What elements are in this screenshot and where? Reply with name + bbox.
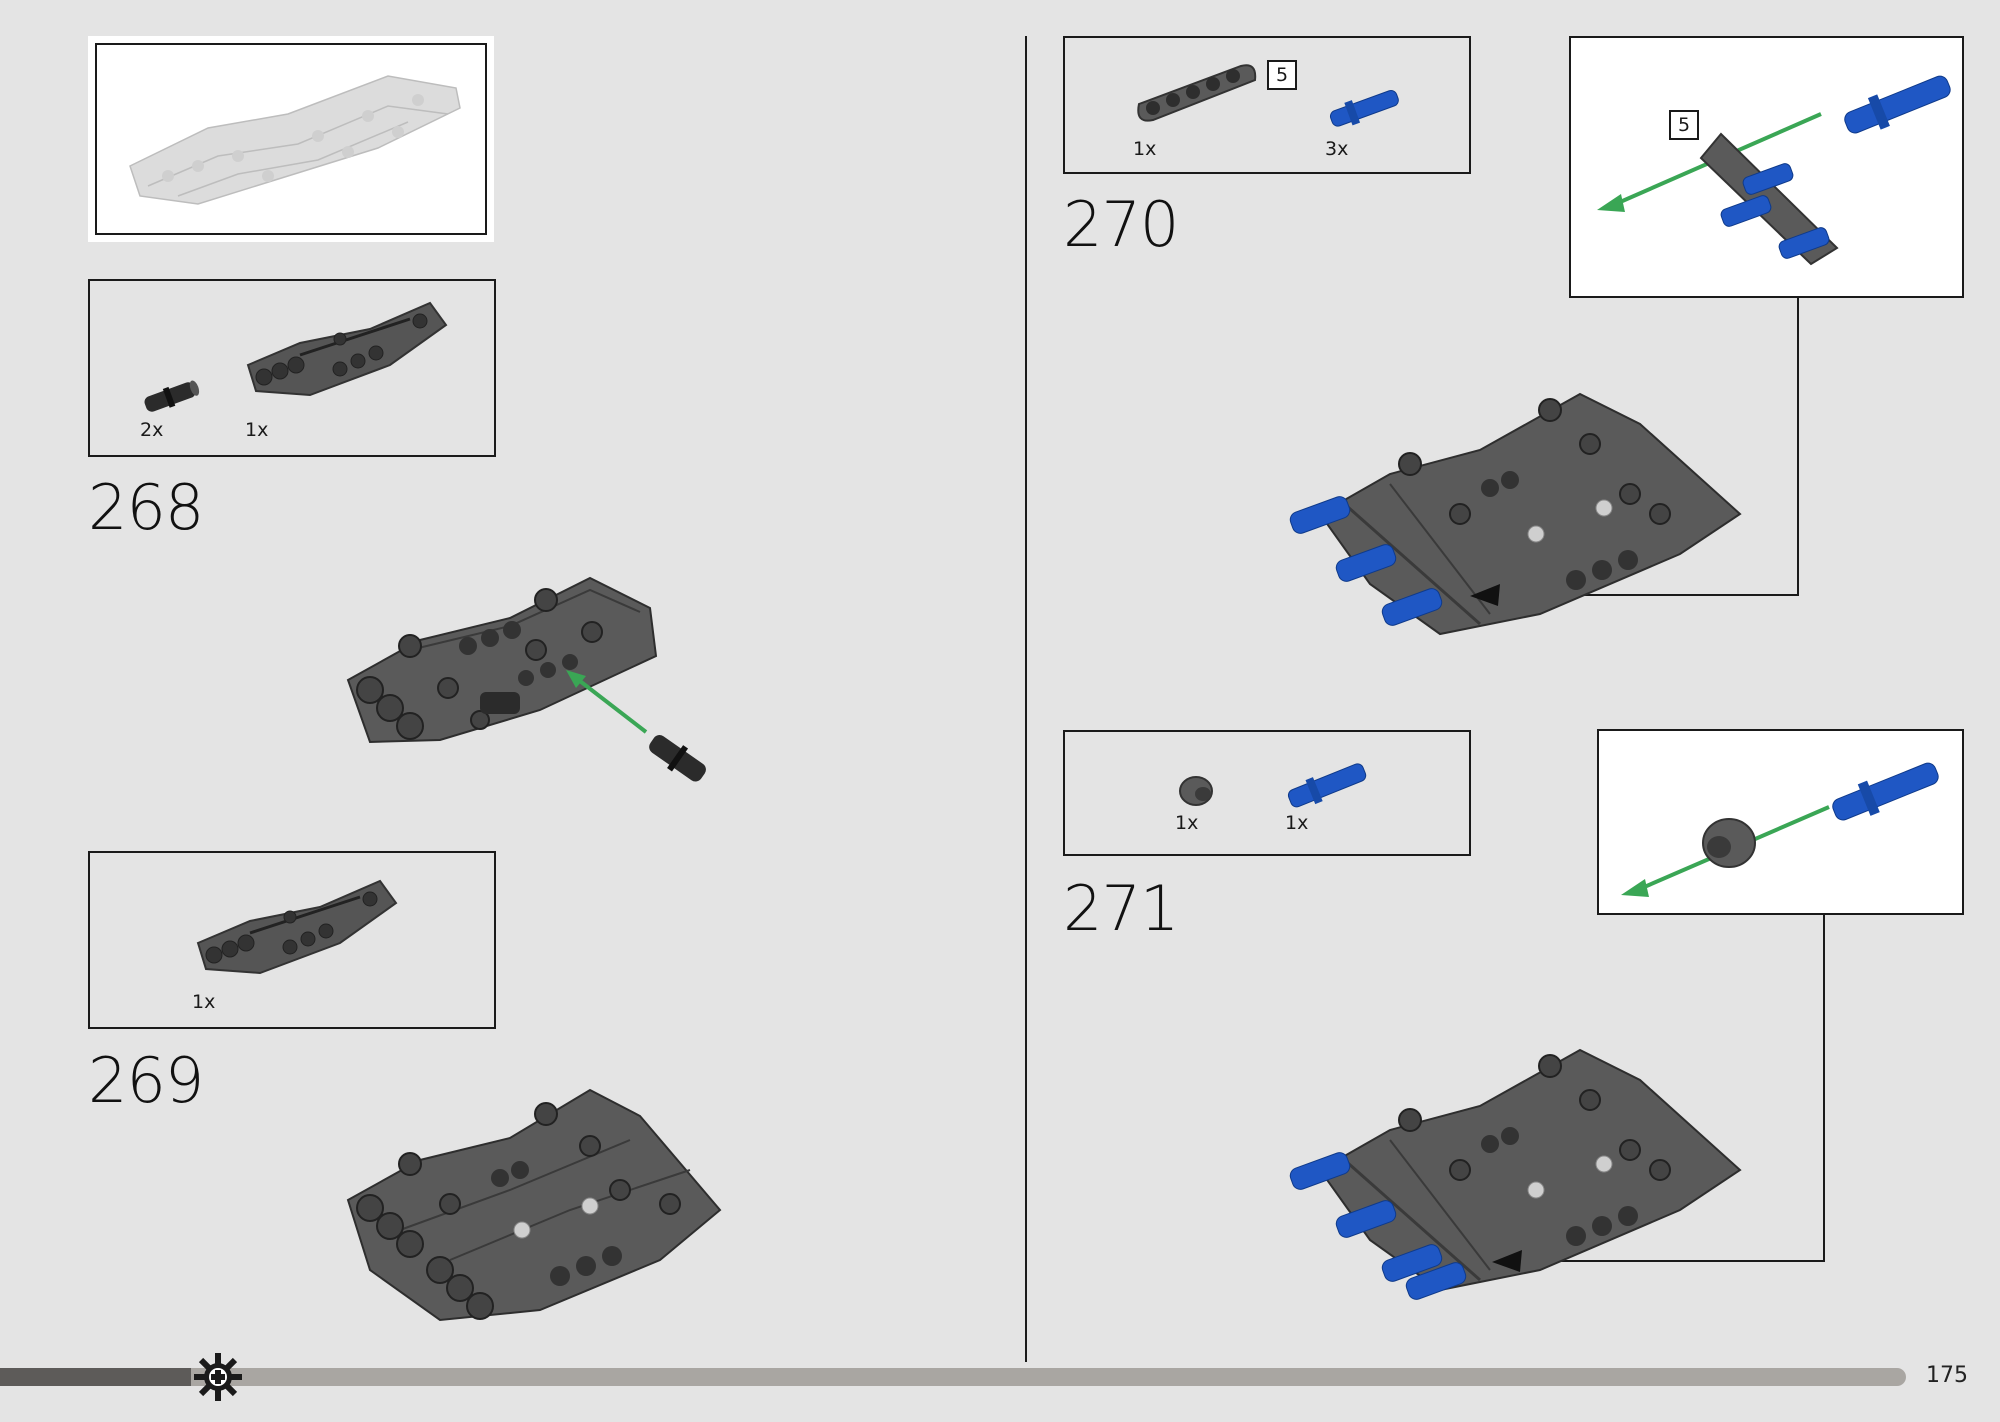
callout-270: 5 bbox=[1569, 36, 1964, 298]
parts-list-270: 5 1x 3x bbox=[1063, 36, 1471, 174]
assembly-268 bbox=[346, 576, 706, 782]
model-preview bbox=[88, 36, 494, 242]
assembly-269 bbox=[346, 1088, 722, 1322]
part-qty: 3x bbox=[1325, 138, 1349, 160]
part-qty: 1x bbox=[1133, 138, 1157, 160]
progress-track bbox=[0, 1368, 1906, 1386]
frame-preview-icon bbox=[129, 75, 461, 205]
parts-list-269: 1x bbox=[88, 851, 496, 1029]
callout-270-diagram bbox=[1597, 75, 1951, 266]
assembly-271 bbox=[1289, 1048, 1742, 1300]
page-divider bbox=[1025, 36, 1027, 1362]
part-qty: 1x bbox=[192, 991, 216, 1013]
callout-271 bbox=[1597, 729, 1964, 915]
callout-connector bbox=[1797, 298, 1799, 596]
part-qty: 1x bbox=[1175, 812, 1199, 834]
parts-list-268: 2x 1x bbox=[88, 279, 496, 457]
beam-length-label: 5 bbox=[1267, 60, 1297, 90]
assembly-270 bbox=[1289, 392, 1742, 636]
step-number: 271 bbox=[1063, 872, 1179, 945]
page-number: 175 bbox=[1926, 1363, 1968, 1388]
callout-connector bbox=[1490, 594, 1799, 596]
step-number: 270 bbox=[1063, 188, 1179, 261]
gear-icon bbox=[194, 1353, 242, 1401]
parts-list-271: 1x 1x bbox=[1063, 730, 1471, 856]
callout-271-diagram bbox=[1621, 762, 1939, 897]
bush-icon bbox=[1179, 776, 1213, 806]
step-number: 269 bbox=[88, 1044, 204, 1117]
step-number: 268 bbox=[88, 471, 204, 544]
callout-connector bbox=[1520, 1260, 1825, 1262]
pin-blue-icon bbox=[1287, 763, 1367, 808]
callout-connector bbox=[1823, 915, 1825, 1262]
beam-5-icon bbox=[1137, 64, 1257, 122]
pin-black-icon bbox=[144, 380, 200, 412]
part-qty: 1x bbox=[1285, 812, 1309, 834]
progress-fill bbox=[0, 1368, 191, 1386]
panel-icon bbox=[196, 879, 398, 975]
pin-blue-icon bbox=[1329, 89, 1399, 127]
panel-icon bbox=[246, 301, 448, 397]
callout-count: 5 bbox=[1669, 110, 1699, 140]
part-qty: 2x bbox=[140, 419, 164, 441]
part-qty: 1x bbox=[245, 419, 269, 441]
